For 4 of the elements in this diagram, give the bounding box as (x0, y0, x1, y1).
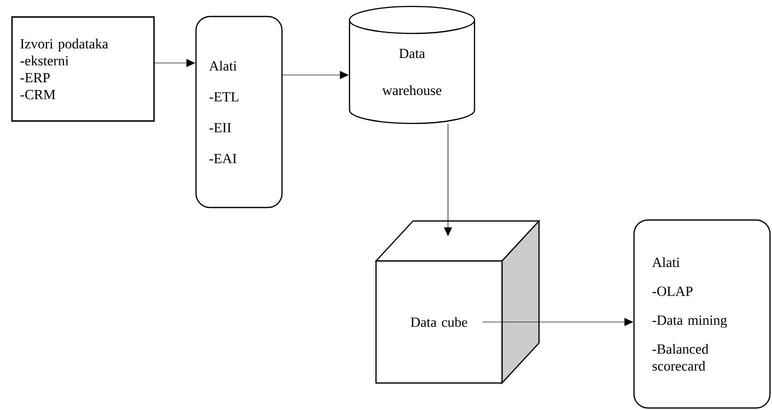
tools-box: Alati -ETL -EII -EAI (195, 16, 283, 208)
database-cylinder: Data warehouse (348, 6, 476, 124)
source-box: Izvori podataka -eksterni -ERP -CRM (11, 16, 155, 122)
tools-box: Alati -OLAP -Data mining -Balanced scorecard (633, 219, 771, 409)
